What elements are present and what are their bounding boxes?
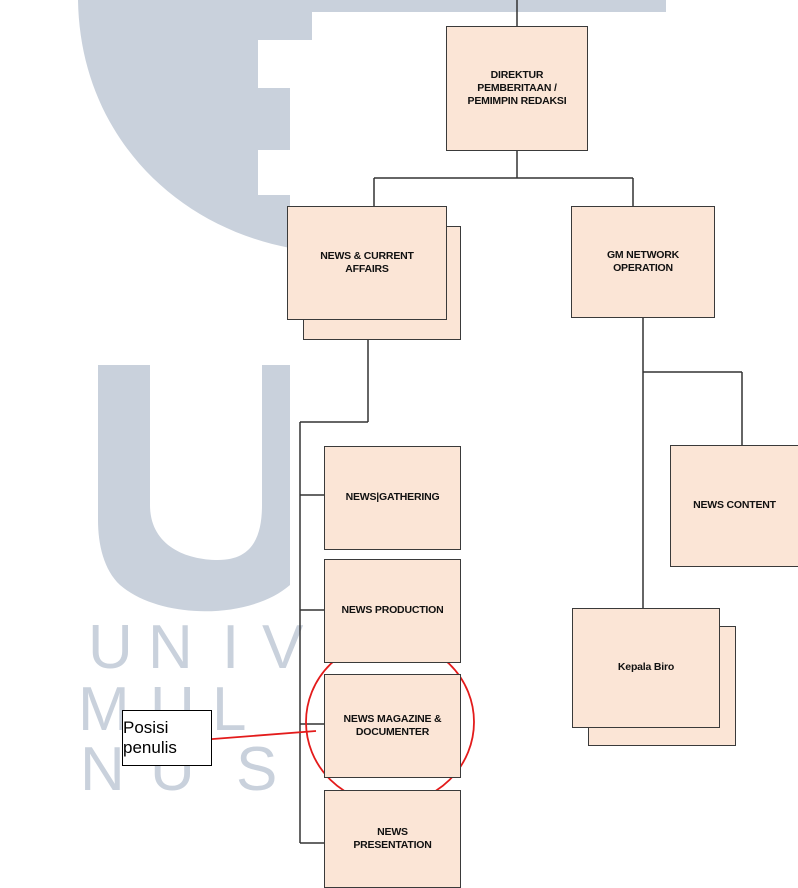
watermark-letter: M (78, 675, 130, 744)
news-magazine-box: NEWS MAGAZINE & DOCUMENTER (324, 674, 461, 778)
watermark-letter: N (148, 613, 193, 682)
watermark-letter: N (80, 735, 125, 804)
watermark-top-bar (312, 0, 666, 12)
director-box: DIREKTUR PEMBERITAAN / PEMIMPIN REDAKSI (446, 26, 588, 151)
news-current-affairs-box: NEWS & CURRENT AFFAIRS (287, 206, 447, 320)
watermark-letter: I (222, 613, 239, 682)
watermark-letter: U (88, 613, 133, 682)
watermark-logo-shape (78, 0, 290, 248)
posisi-penulis-label: Posisi penulis (122, 710, 212, 766)
news-gathering-box: NEWS|GATHERING (324, 446, 461, 550)
watermark-arc (78, 0, 312, 40)
news-presentation-box: NEWS PRESENTATION (324, 790, 461, 888)
watermark-big-u (98, 365, 290, 612)
watermark-letter: S (236, 735, 277, 804)
gm-network-operation-box: GM NETWORK OPERATION (571, 206, 715, 318)
watermark-letter: V (262, 613, 304, 682)
news-production-box: NEWS PRODUCTION (324, 559, 461, 663)
watermark-letter: L (212, 675, 246, 744)
kepala-biro-box: Kepala Biro (572, 608, 720, 728)
callout-arrow-line (199, 730, 317, 741)
news-content-box: NEWS CONTENT (670, 445, 798, 567)
